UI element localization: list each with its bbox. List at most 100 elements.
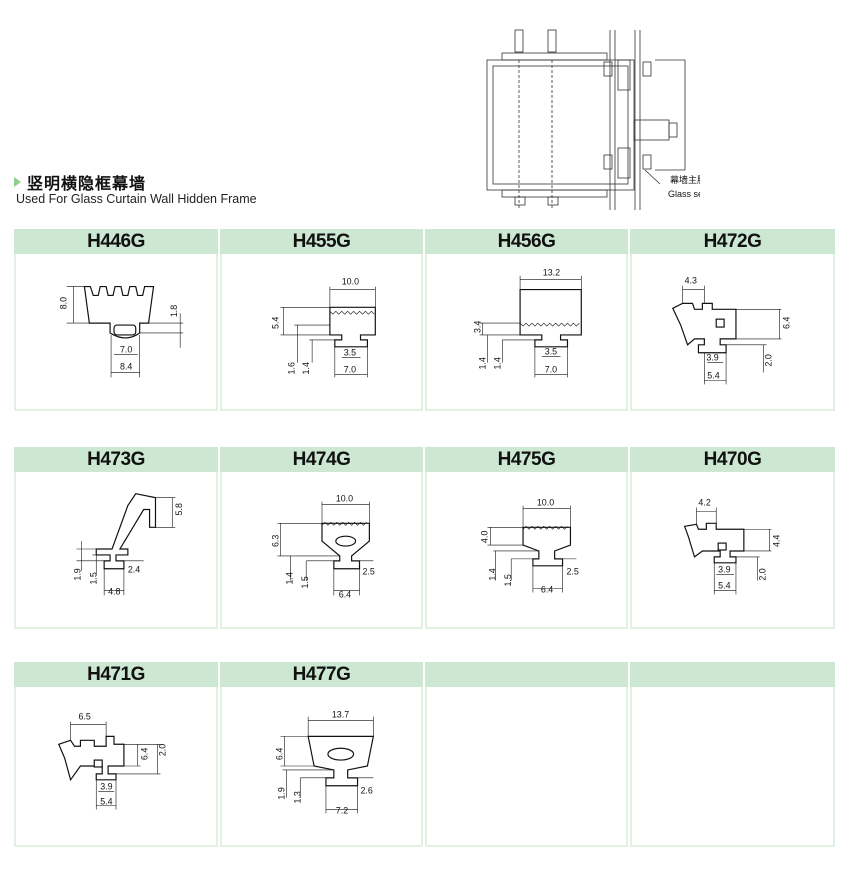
dimension-label: 1.4 — [492, 357, 502, 369]
profile-drawing-h473g: 5.8 1.9 1.5 2.4 4.8 — [72, 493, 184, 596]
product-cell-h456g: H456G 13.2 3.4 1.4 1.4 3.5 7.0 — [425, 229, 628, 411]
product-cell-h477g: H477G 13.7 6.4 1.9 1.3 2.6 7.2 — [220, 662, 423, 847]
dimension-label: 2.5 — [566, 567, 578, 577]
dimension-label: 2.0 — [763, 354, 773, 366]
dimension-label: 2.4 — [128, 565, 140, 575]
dimension-label: 10.0 — [342, 277, 359, 287]
dimension-label: 5.4 — [718, 580, 730, 590]
product-code: H456G — [425, 229, 628, 254]
dimension-label: 4.8 — [108, 586, 120, 596]
dimension-label: 6.5 — [78, 712, 90, 722]
empty-cell-body — [425, 687, 628, 847]
product-code: H477G — [220, 662, 423, 687]
dimension-label: 7.0 — [120, 345, 132, 355]
product-cell-h475g: H475G 10.0 4.0 1.4 1.5 2.5 6.4 — [425, 447, 628, 629]
product-code: H455G — [220, 229, 423, 254]
curtain-wall-section-diagram: 幕墙主胶 Glass sealing gasket — [486, 29, 700, 210]
product-row-2: H473G 5.8 1.9 1.5 2.4 4.8 H474G 10.0 6.3… — [14, 447, 835, 629]
product-cell-h470g: H470G 4.2 4.4 3.9 2.0 5.4 — [630, 447, 835, 629]
profile-drawing-h455g: 10.0 5.4 1.6 1.4 3.5 7.0 — [271, 277, 376, 378]
dimension-label: 8.4 — [120, 362, 132, 372]
dimension-label: 10.0 — [336, 494, 353, 504]
dimension-label: 3.5 — [344, 348, 356, 358]
dimension-label: 2.5 — [362, 567, 374, 577]
profile-drawing-h456g: 13.2 3.4 1.4 1.4 3.5 7.0 — [473, 268, 582, 378]
product-cell-h473g: H473G 5.8 1.9 1.5 2.4 4.8 — [14, 447, 218, 629]
dimension-label: 4.4 — [771, 535, 781, 547]
profile-drawing-h470g: 4.2 4.4 3.9 2.0 5.4 — [683, 498, 781, 595]
dimension-label: 1.4 — [478, 357, 488, 369]
empty-cell — [425, 662, 628, 847]
dimension-label: 1.5 — [300, 576, 310, 588]
page-title-zh: 竖明横隐框幕墙 — [27, 176, 147, 193]
dimension-label: 1.8 — [169, 305, 179, 317]
dimension-label: 2.0 — [157, 744, 167, 756]
dimension-label: 2.0 — [758, 568, 768, 580]
dimension-label: 6.4 — [274, 748, 284, 760]
dimension-label: 1.4 — [487, 568, 497, 580]
dimension-label: 8.0 — [59, 297, 69, 309]
dimension-label: 5.4 — [271, 317, 281, 329]
product-row-3: H471G 6.5 6.4 2.0 3.9 5.4 H477G 13.7 6.4… — [14, 662, 835, 847]
dimension-label: 5.4 — [707, 370, 719, 380]
dimension-label: 13.7 — [332, 710, 349, 720]
dimension-label: 5.8 — [174, 503, 184, 515]
product-code: H471G — [14, 662, 218, 687]
product-cell-h474g: H474G 10.0 6.3 1.4 1.5 2.5 6.4 — [220, 447, 423, 629]
dimension-label: 6.4 — [781, 317, 791, 329]
dimension-label: 1.4 — [301, 362, 311, 374]
product-code: H474G — [220, 447, 423, 472]
dimension-label: 1.3 — [292, 791, 302, 803]
profile-drawing-h477g: 13.7 6.4 1.9 1.3 2.6 7.2 — [274, 710, 375, 815]
product-code: H473G — [14, 447, 218, 472]
dimension-label: 13.2 — [543, 268, 560, 278]
dimension-label: 2.6 — [361, 786, 373, 796]
product-cell-h455g: H455G 10.0 5.4 1.6 1.4 3.5 7.0 — [220, 229, 423, 411]
dimension-label: 1.5 — [88, 572, 98, 584]
profile-drawing-h446g: 8.0 1.8 7.0 8.4 — [59, 285, 184, 378]
dimension-label: 6.3 — [271, 535, 281, 547]
product-code: H472G — [630, 229, 835, 254]
empty-cell-header — [425, 662, 628, 687]
dimension-label: 3.4 — [473, 321, 483, 333]
dimension-label: 3.5 — [545, 347, 557, 357]
dimension-label: 1.5 — [503, 574, 513, 586]
empty-cell-header — [630, 662, 835, 687]
dimension-label: 3.9 — [706, 353, 718, 363]
product-code: H470G — [630, 447, 835, 472]
profile-drawing-h472g: 4.3 6.4 3.9 2.0 5.4 — [671, 276, 791, 385]
profile-drawing-h474g: 10.0 6.3 1.4 1.5 2.5 6.4 — [271, 494, 375, 600]
page-title: 竖明横隐框幕墙 — [14, 170, 146, 194]
product-row-1: H446G 8.0 1.8 7.0 8.4 H455G 10.0 5.4 1.6… — [14, 229, 835, 411]
dimension-label: 4.0 — [480, 531, 490, 543]
empty-cell — [630, 662, 835, 847]
dimension-label: 1.6 — [286, 362, 296, 374]
dimension-label: 4.2 — [698, 498, 710, 508]
dimension-label: 3.9 — [100, 782, 112, 792]
product-cell-h471g: H471G 6.5 6.4 2.0 3.9 5.4 — [14, 662, 218, 847]
product-code: H446G — [14, 229, 218, 254]
dimension-label: 10.0 — [537, 498, 554, 508]
dimension-label: 5.4 — [100, 797, 112, 807]
dimension-label: 4.3 — [685, 276, 697, 286]
dimension-label: 7.2 — [336, 805, 348, 815]
profile-drawing-h475g: 10.0 4.0 1.4 1.5 2.5 6.4 — [480, 498, 579, 595]
dimension-label: 1.4 — [284, 572, 294, 584]
dimension-label: 6.4 — [140, 748, 150, 760]
diagram-label-en: Glass sealing gasket — [668, 189, 700, 199]
dimension-label: 6.4 — [339, 589, 351, 599]
empty-cell-body — [630, 687, 835, 847]
dimension-label: 1.9 — [72, 568, 82, 580]
profile-drawing-h471g: 6.5 6.4 2.0 3.9 5.4 — [57, 712, 167, 810]
dimension-label: 3.9 — [718, 565, 730, 575]
diagram-label-zh: 幕墙主胶 — [670, 174, 700, 185]
triangle-bullet-icon — [14, 177, 21, 187]
product-cell-h446g: H446G 8.0 1.8 7.0 8.4 — [14, 229, 218, 411]
page-subtitle: Used For Glass Curtain Wall Hidden Frame — [16, 192, 257, 206]
dimension-label: 7.0 — [344, 364, 356, 374]
product-cell-h472g: H472G 4.3 6.4 3.9 2.0 5.4 — [630, 229, 835, 411]
dimension-label: 6.4 — [541, 584, 553, 594]
dimension-label: 7.0 — [545, 364, 557, 374]
dimension-label: 1.9 — [276, 787, 286, 799]
product-code: H475G — [425, 447, 628, 472]
